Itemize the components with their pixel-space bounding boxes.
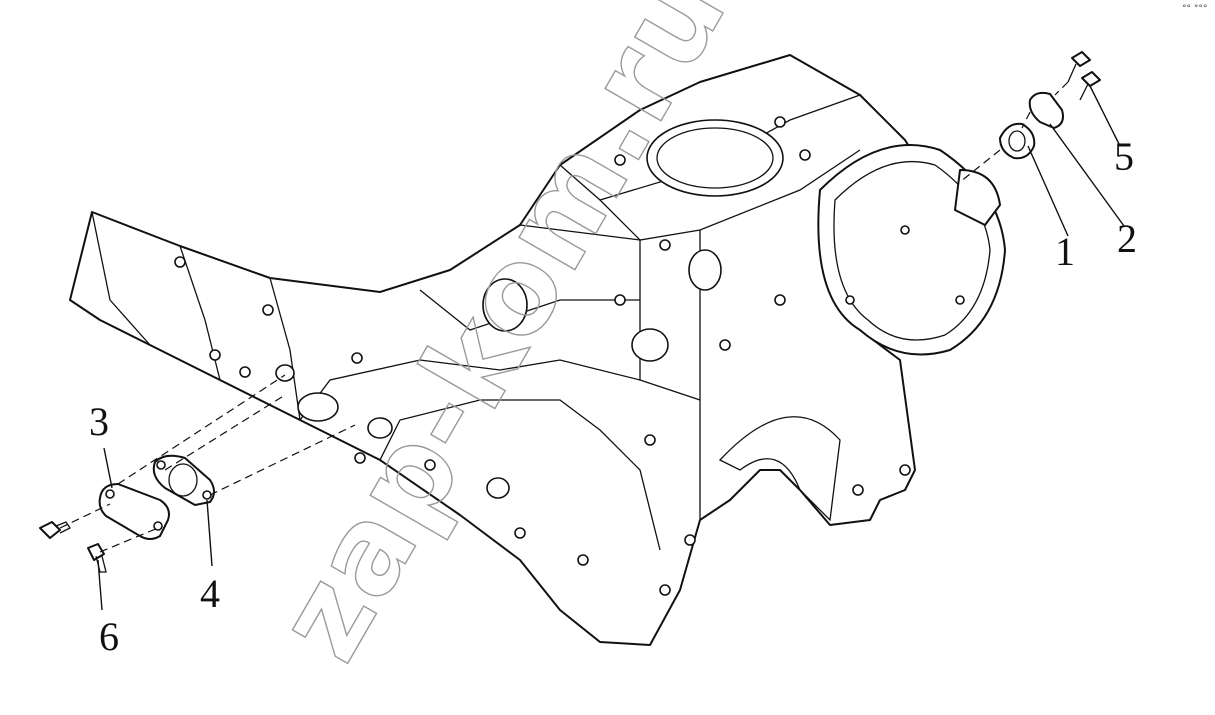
callout-2: 2 <box>1117 216 1137 261</box>
part-5-bolts <box>1067 51 1101 101</box>
part-6-bolt <box>87 543 107 573</box>
part-3-cover-plate <box>98 483 170 540</box>
callout-3: 3 <box>89 399 109 444</box>
transmission-housing <box>69 54 1006 646</box>
part-4-gasket <box>152 454 215 506</box>
callout-4: 4 <box>200 571 220 616</box>
part-3-bolt <box>39 521 71 539</box>
callout-1: 1 <box>1055 229 1075 274</box>
callout-5: 5 <box>1114 134 1134 179</box>
bolt-holes <box>174 116 965 596</box>
leader-lines <box>97 85 1125 611</box>
part-1-seal <box>999 122 1036 160</box>
corner-mark: °° °°° <box>1182 4 1207 14</box>
callout-6: 6 <box>99 614 119 659</box>
part-2-plate <box>1028 91 1064 129</box>
